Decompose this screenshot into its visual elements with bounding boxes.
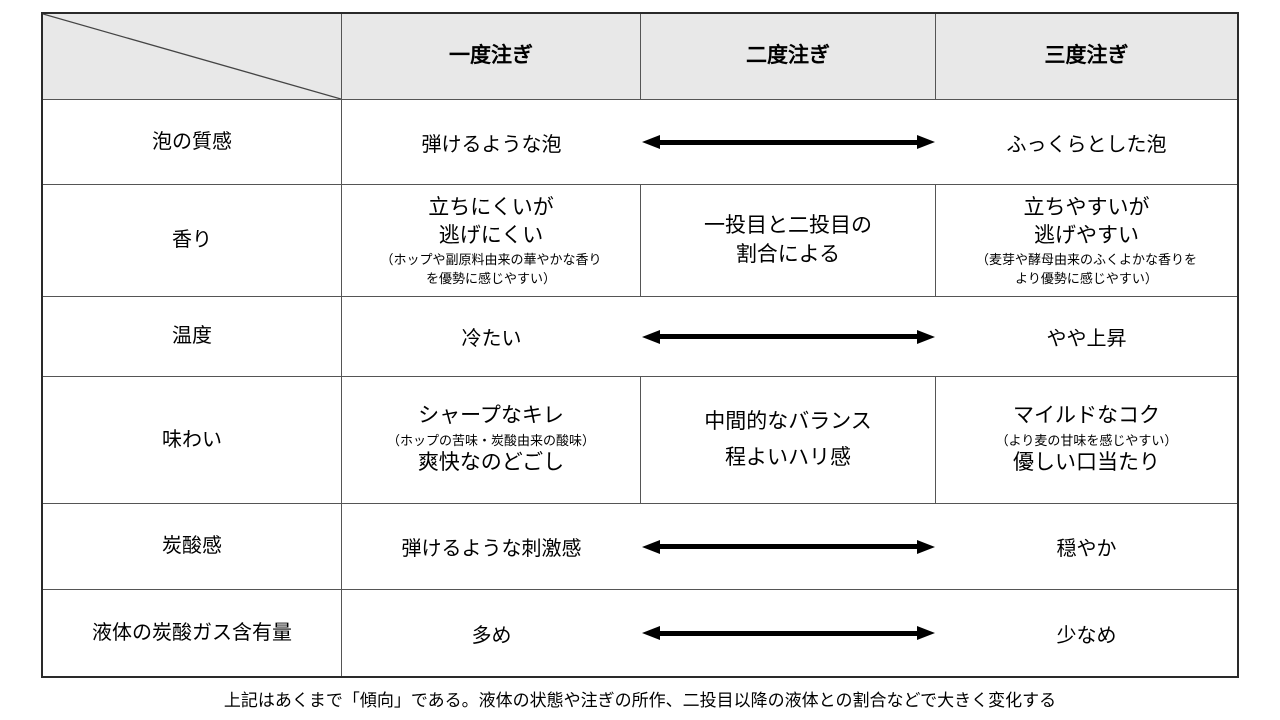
aroma-two-line1: 一投目と二投目の <box>704 214 872 238</box>
temperature-right-value: やや上昇 <box>1046 328 1127 350</box>
row-label-gas: 液体の炭酸ガス含有量 <box>43 590 342 676</box>
double-arrow-icon <box>641 626 936 640</box>
double-arrow-icon <box>641 539 936 554</box>
row-foam-content: 弾けるような泡 ふっくらとした泡 <box>342 100 1237 185</box>
row-label-foam: 泡の質感 <box>43 100 342 185</box>
foam-right-value: ふっくらとした泡 <box>1006 133 1167 156</box>
aroma-one-pour-cell: 立ちにくいが 逃げにくい （ホップや副原料由来の華やかな香り を優勢に感じやすい… <box>342 185 641 297</box>
footnote-text: 上記はあくまで「傾向」である。液体の状態や注ぎの所作、二投目以降の液体との割合な… <box>223 691 1057 710</box>
row-label-taste: 味わい <box>43 377 342 504</box>
gas-right-value: 少なめ <box>1056 624 1117 647</box>
carbonation-left-value: 弾けるような刺激感 <box>401 538 582 560</box>
foam-arrow-cell <box>641 100 936 184</box>
taste-three-line1: マイルドなコク <box>1013 404 1160 428</box>
aroma-three-line2: 逃げやすい <box>1034 223 1139 247</box>
double-arrow-icon <box>641 135 936 149</box>
taste-one-note: （ホップの苦味・炭酸由来の酸味） <box>386 432 595 448</box>
header-one-pour: 一度注ぎ <box>342 14 641 100</box>
taste-one-pour-cell: シャープなキレ （ホップの苦味・炭酸由来の酸味） 爽快なのどごし <box>342 377 641 504</box>
header-two-pour: 二度注ぎ <box>641 14 936 100</box>
carbonation-arrow-cell <box>641 504 936 589</box>
aroma-three-note2: より優勢に感じやすい） <box>1015 270 1158 286</box>
aroma-three-pour-cell: 立ちやすいが 逃げやすい （麦芽や酵母由来のふくよかな香りを より優勢に感じやす… <box>936 185 1237 297</box>
aroma-one-note2: を優勢に感じやすい） <box>425 270 556 286</box>
row-temperature-content: 冷たい やや上昇 <box>342 297 1237 377</box>
gas-left-value: 多め <box>471 624 512 647</box>
aroma-one-line1: 立ちにくいが <box>428 195 554 219</box>
taste-one-line1: シャープなキレ <box>418 404 564 428</box>
aroma-two-pour-cell: 一投目と二投目の 割合による <box>641 185 936 297</box>
gas-arrow-cell <box>641 590 936 676</box>
header-three-pour: 三度注ぎ <box>936 14 1237 100</box>
row-label-aroma: 香り <box>43 185 342 297</box>
taste-three-pour-cell: マイルドなコク （より麦の甘味を感じやすい） 優しい口当たり <box>936 377 1237 504</box>
aroma-three-line1: 立ちやすいが <box>1023 195 1150 219</box>
carbonation-right-value: 穏やか <box>1056 538 1117 560</box>
row-label-temperature: 温度 <box>43 297 342 377</box>
taste-one-line2: 爽快なのどごし <box>417 451 565 475</box>
aroma-one-line2: 逃げにくい <box>438 223 544 247</box>
row-carbonation-content: 弾けるような刺激感 穏やか <box>342 504 1237 590</box>
taste-two-line1: 中間的なバランス <box>704 409 872 433</box>
foam-left-value: 弾けるような泡 <box>421 133 562 156</box>
aroma-one-note1: （ホップや副原料由来の華やかな香り <box>380 252 602 268</box>
temperature-left-value: 冷たい <box>461 328 522 350</box>
taste-two-line2: 程よいハリ感 <box>725 446 851 469</box>
taste-two-pour-cell: 中間的なバランス 程よいハリ感 <box>641 377 936 504</box>
aroma-three-note1: （麦芽や酵母由来のふくよかな香りを <box>975 252 1197 268</box>
diagonal-line <box>43 14 341 99</box>
taste-three-note: （より麦の甘味を感じやすい） <box>995 432 1178 448</box>
row-gas-content: 多め 少なめ <box>342 590 1237 676</box>
pour-comparison-table: 一度注ぎ 二度注ぎ 三度注ぎ 泡の質感 弾けるような泡 ふっくらとした泡 香り … <box>41 12 1239 678</box>
aroma-two-line2: 割合による <box>735 242 841 266</box>
header-corner-cell <box>43 14 342 100</box>
double-arrow-icon <box>641 329 936 344</box>
temperature-arrow-cell <box>641 297 936 376</box>
taste-three-line2: 優しい口当たり <box>1013 451 1160 475</box>
row-label-carbonation: 炭酸感 <box>43 504 342 590</box>
